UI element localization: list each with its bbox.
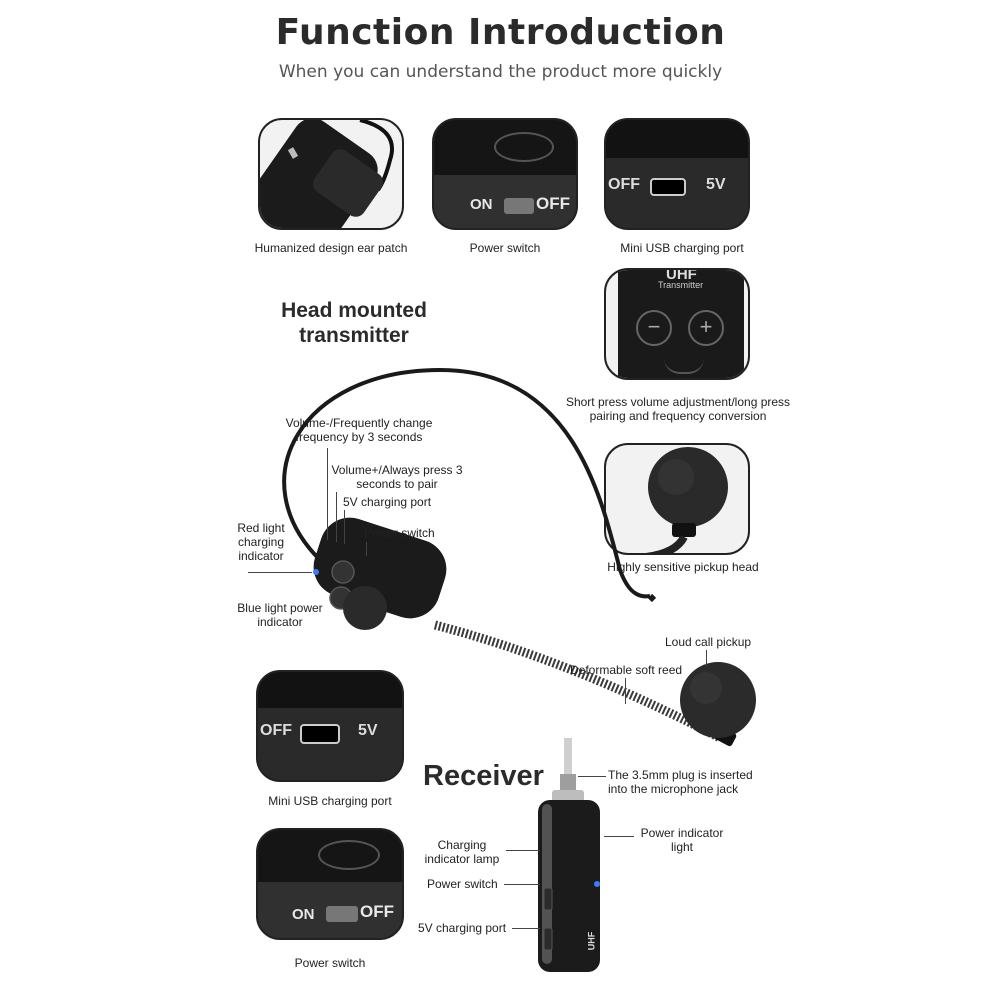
switch-off-label: OFF: [536, 194, 570, 213]
pickup-head-image: [645, 447, 728, 553]
callout-red-light: Red light charging indicator: [237, 521, 285, 563]
pickup-head-panel: [604, 443, 750, 555]
switch-off-label: OFF: [360, 902, 394, 921]
power-switch-caption: Power switch: [469, 241, 541, 255]
usb-volt-label: 5V: [358, 722, 378, 739]
callout-volume-minus: Volume-/Frequently change frequency by 3…: [285, 416, 433, 444]
device-top-edge: [258, 672, 402, 708]
receiver-brand: UHF: [586, 931, 597, 951]
receiver-usb-caption: Mini USB charging port: [268, 794, 392, 808]
callout-line: [512, 928, 540, 929]
smile-accent: [664, 358, 704, 374]
ear-patch-image: [260, 120, 394, 228]
callout-charging-lamp: Charging indicator lamp: [424, 838, 500, 866]
ear-patch-panel: [258, 118, 404, 230]
button-glint-icon: [494, 132, 554, 162]
receiver-image: [538, 738, 600, 972]
callout-soft-reed: Deformable soft reed: [570, 663, 683, 677]
callout-line: [344, 510, 345, 544]
headset-title: Head mounted transmitter: [281, 299, 427, 347]
pickup-head-caption: Highly sensitive pickup head: [607, 560, 759, 574]
mini-usb-panel: OFF 5V: [604, 118, 750, 230]
transmitter-label: Transmitter: [658, 280, 704, 290]
volume-minus-icon: −: [636, 310, 672, 346]
callout-line: [625, 678, 626, 704]
usb-off-label: OFF: [608, 176, 640, 193]
callout-charging-port: 5V charging port: [343, 495, 432, 509]
callout-plug: The 3.5mm plug is inserted into the micr…: [608, 768, 753, 796]
callout-power-light: Power indicator light: [640, 826, 724, 854]
usb-volt-label: 5V: [706, 176, 726, 193]
receiver-switch-panel: ON OFF: [256, 828, 404, 940]
callout-receiver-power-switch: Power switch: [427, 877, 498, 891]
usb-port-icon: [650, 178, 686, 196]
transmitter-brand: UHF: [666, 268, 697, 283]
callout-blue-light: Blue light power indicator: [237, 601, 323, 629]
callout-receiver-charging-port: 5V charging port: [418, 921, 507, 935]
callout-loud-call: Loud call pickup: [665, 635, 752, 649]
switch-slider: [504, 198, 534, 214]
callout-line: [506, 850, 540, 851]
callout-line: [578, 776, 606, 777]
callout-line: [504, 884, 540, 885]
callout-volume-plus: Volume+/Always press 3 seconds to pair: [331, 463, 463, 491]
device-top-edge: [606, 120, 748, 158]
receiver-title: Receiver: [423, 760, 544, 792]
callout-power-switch: Power switch: [364, 526, 435, 540]
mini-usb-caption: Mini USB charging port: [620, 241, 744, 255]
transmitter-buttons-panel: UHF Transmitter − +: [604, 268, 750, 380]
callout-line: [706, 650, 707, 666]
usb-port-icon: [300, 724, 340, 744]
usb-off-label: OFF: [260, 722, 292, 739]
page-subtitle: When you can understand the product more…: [278, 62, 723, 82]
switch-slider: [326, 906, 358, 922]
button-glint-icon: [318, 840, 380, 870]
callout-line: [336, 492, 337, 542]
transmitter-buttons-caption: Short press volume adjustment/long press…: [565, 395, 791, 423]
headset-image: [282, 367, 756, 747]
switch-on-label: ON: [470, 196, 493, 213]
switch-on-label: ON: [292, 906, 315, 923]
callout-line: [327, 448, 328, 540]
callout-line: [248, 572, 312, 573]
receiver-switch-caption: Power switch: [294, 956, 366, 970]
power-switch-panel: ON OFF: [432, 118, 578, 230]
page-title: Function Introduction: [275, 12, 726, 53]
ear-patch-caption: Humanized design ear patch: [254, 241, 408, 255]
callout-line: [604, 836, 634, 837]
callout-line: [366, 542, 367, 556]
volume-plus-icon: +: [688, 310, 724, 346]
receiver-usb-panel: OFF 5V: [256, 670, 404, 782]
